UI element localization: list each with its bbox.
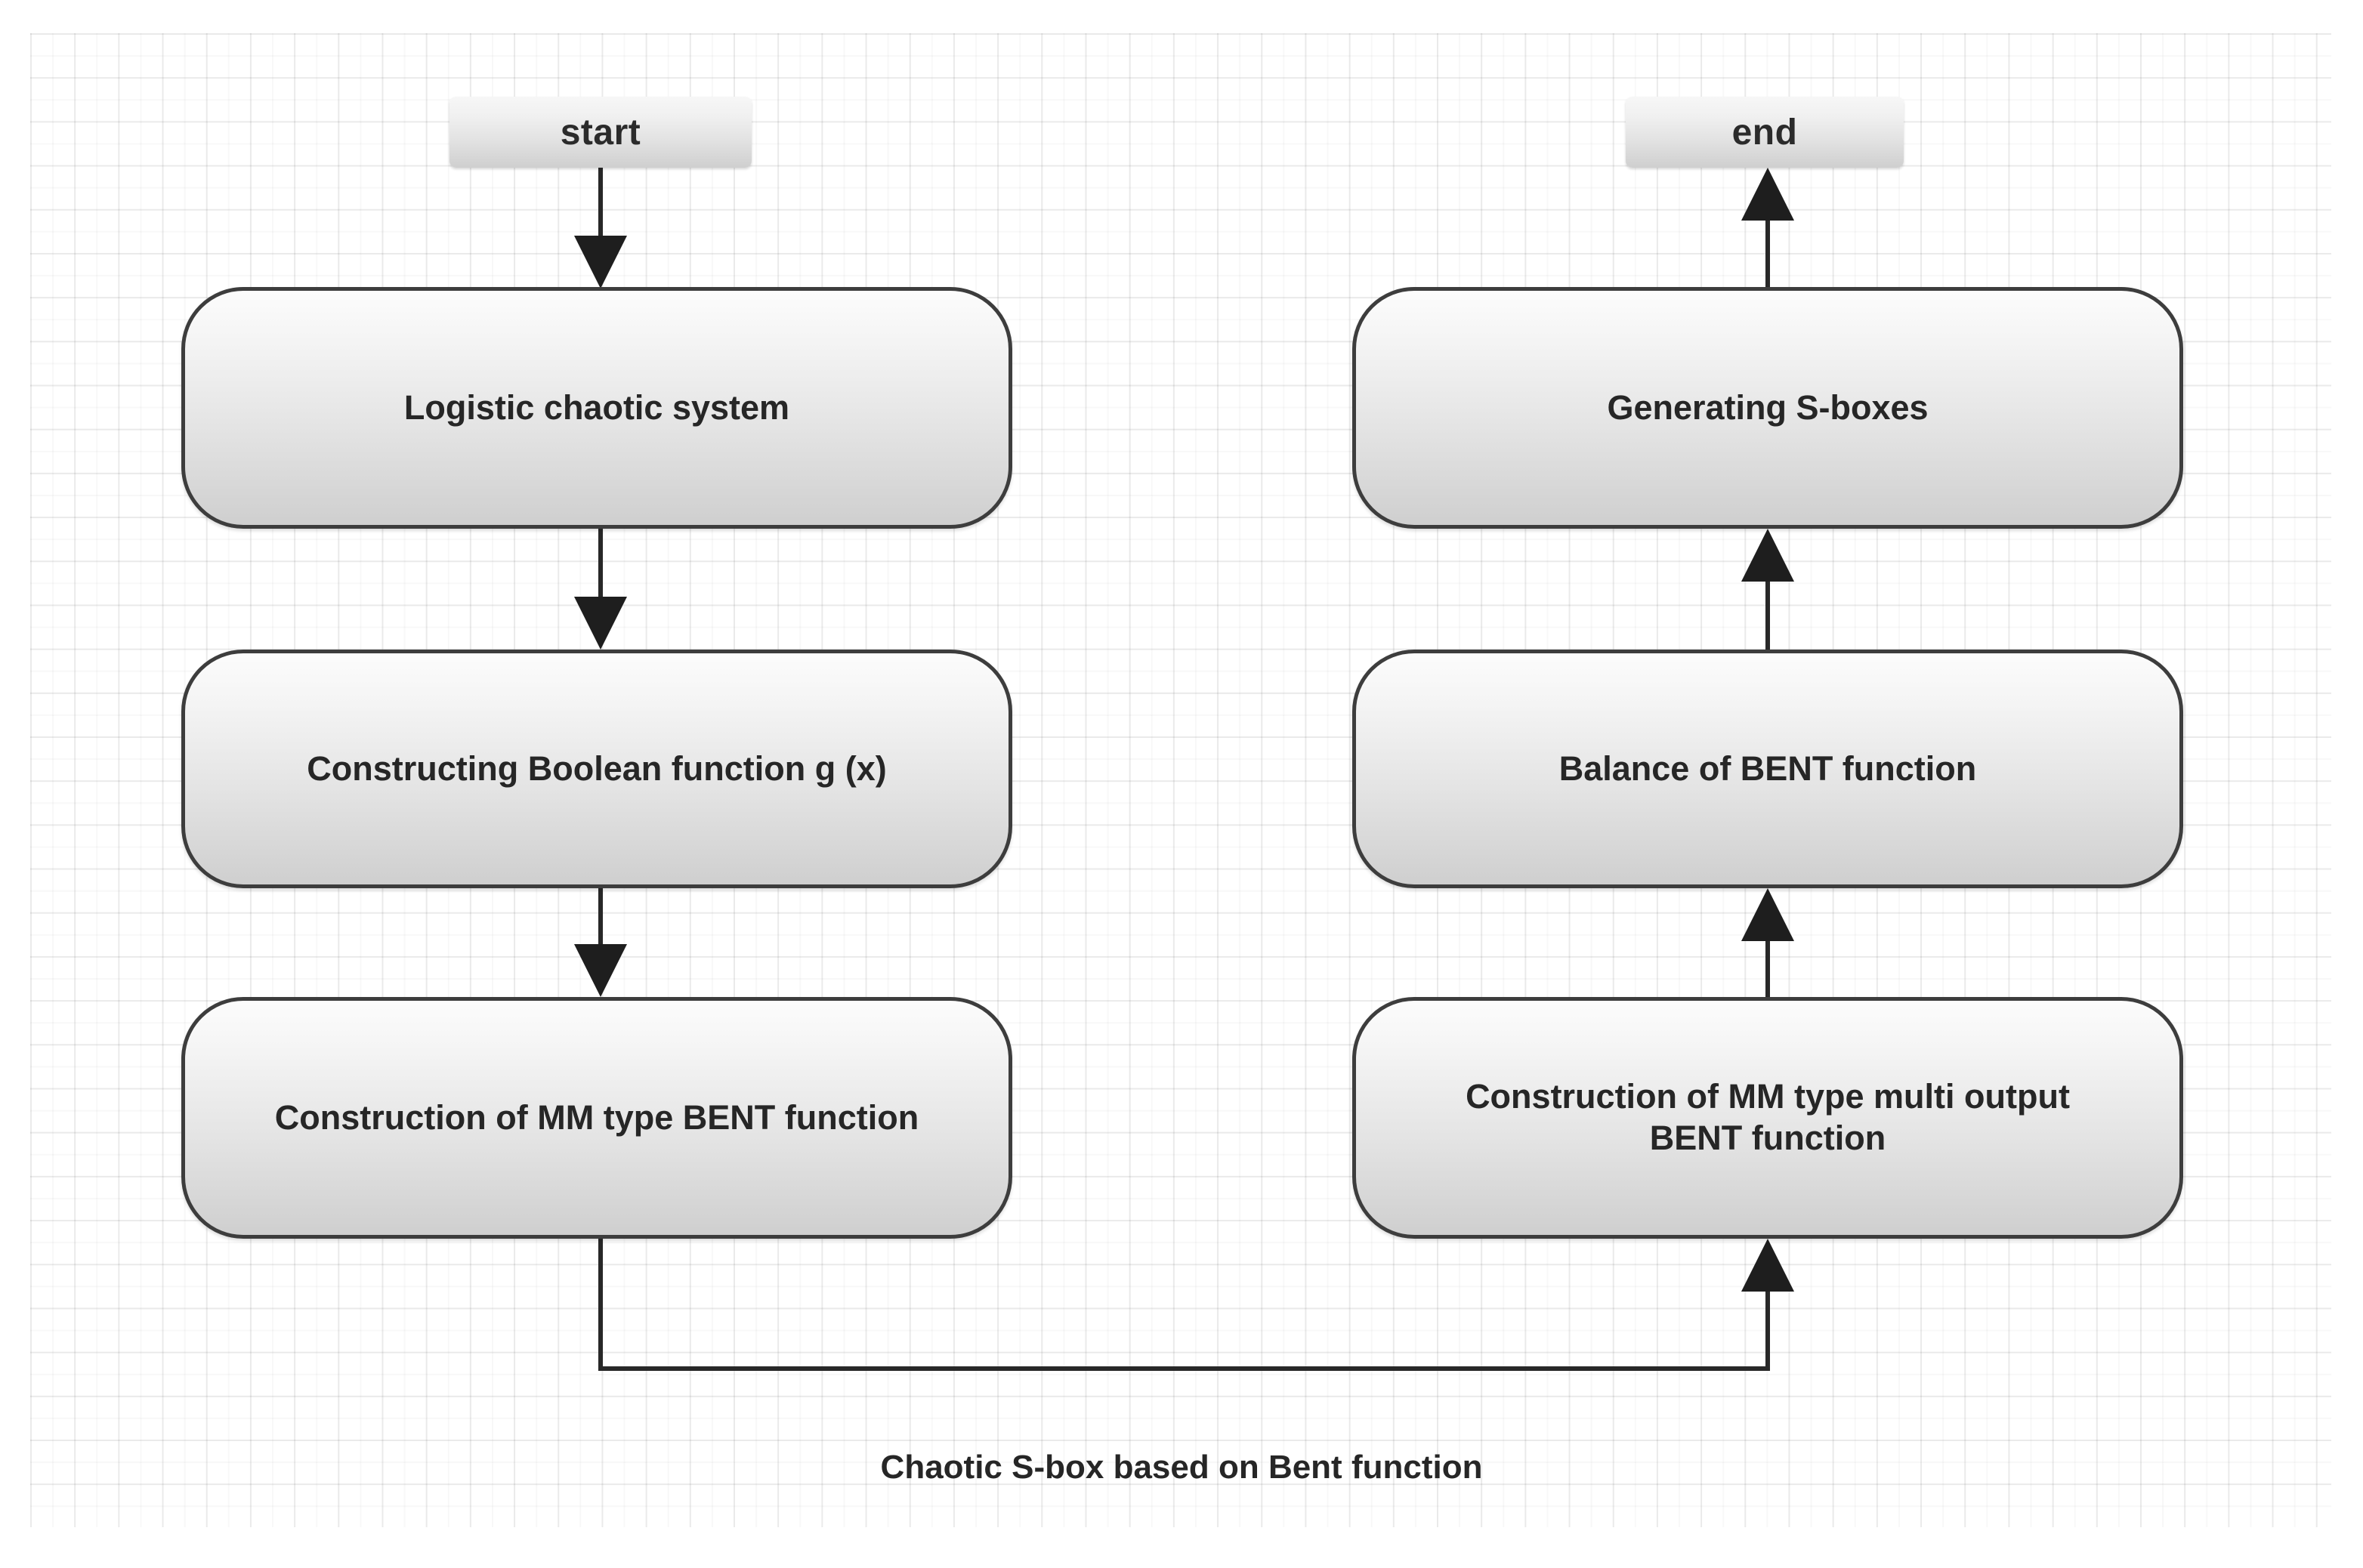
node-construction-mm-multi-output-bent-function-label: Construction of MM type multi output BEN… [1466, 1077, 2070, 1157]
node-construction-mm-bent-function[interactable]: Construction of MM type BENT function [181, 997, 1012, 1239]
connector-multi-output-to-balance [1741, 888, 1794, 997]
node-logistic-chaotic-system[interactable]: Logistic chaotic system [181, 287, 1012, 529]
terminator-start[interactable]: start [449, 97, 752, 168]
node-balance-of-bent-function-label: Balance of BENT function [1558, 749, 1977, 788]
terminator-start-label: start [560, 112, 641, 153]
connector-logistic-to-boolean [574, 529, 627, 650]
node-logistic-chaotic-system-label: Logistic chaotic system [403, 387, 790, 427]
node-generating-s-boxes[interactable]: Generating S-boxes [1352, 287, 2183, 529]
connector-boolean-to-mm-bent [574, 888, 627, 997]
node-constructing-boolean-function-label: Constructing Boolean function g (x) [307, 749, 887, 788]
connector-start-to-logistic [574, 168, 627, 289]
connector-generating-sboxes-to-end [1741, 168, 1794, 287]
terminator-end[interactable]: end [1626, 97, 1904, 168]
node-construction-mm-multi-output-bent-function[interactable]: Construction of MM type multi output BEN… [1352, 997, 2183, 1239]
diagram-caption: Chaotic S-box based on Bent function [880, 1449, 1483, 1486]
connector-balance-to-generating-sboxes [1741, 529, 1794, 650]
terminator-end-label: end [1731, 112, 1798, 153]
node-balance-of-bent-function[interactable]: Balance of BENT function [1352, 650, 2183, 888]
node-generating-s-boxes-label: Generating S-boxes [1607, 387, 1929, 427]
node-constructing-boolean-function[interactable]: Constructing Boolean function g (x) [181, 650, 1012, 888]
node-construction-mm-bent-function-label: Construction of MM type BENT function [274, 1097, 919, 1137]
connector-mm-bent-to-multi-output [598, 1239, 1794, 1371]
